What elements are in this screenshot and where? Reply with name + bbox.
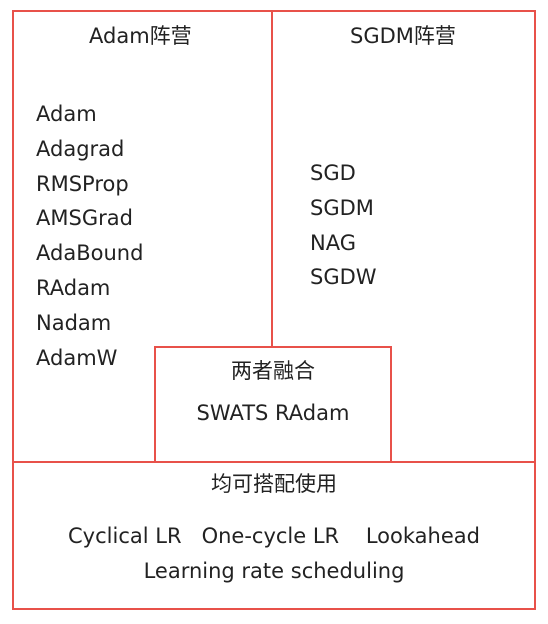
adam-camp-item: Adam: [36, 102, 97, 126]
sgdm-camp-item: NAG: [310, 230, 356, 255]
adam-camp-item: Nadam: [36, 310, 112, 335]
merge-content: SWATS RAdam: [196, 401, 350, 425]
adam-camp-item: RAdam: [36, 275, 111, 300]
merge-title: 两者融合: [231, 359, 315, 383]
adam-camp-item: RMSProp: [36, 171, 129, 196]
adam-camp-item: Adagrad: [36, 136, 125, 161]
merge-box: [154, 346, 392, 463]
common-methods-line: Cyclical LR One-cycle LR Lookahead: [68, 524, 480, 548]
adam-camp-item: AdamW: [36, 345, 118, 370]
adam-camp-item: AMSGrad: [36, 206, 133, 231]
sgdm-camp-title: SGDM阵营: [350, 24, 456, 48]
adam-camp-list: Adam Adagrad RMSProp AMSGrad AdaBound RA…: [36, 97, 143, 375]
sgdm-camp-item: SGDW: [310, 265, 377, 290]
sgdm-camp-item: SGDM: [310, 195, 374, 220]
sgdm-camp-item: SGD: [310, 161, 356, 185]
common-scheduling-line: Learning rate scheduling: [143, 559, 405, 583]
sgdm-camp-list: SGD SGDM NAG SGDW: [310, 156, 377, 295]
diagram-outer-frame: [12, 10, 536, 610]
adam-camp-item: AdaBound: [36, 241, 144, 266]
adam-camp-title: Adam阵营: [89, 24, 192, 48]
camp-divider: [271, 10, 273, 462]
common-title: 均可搭配使用: [211, 472, 337, 496]
